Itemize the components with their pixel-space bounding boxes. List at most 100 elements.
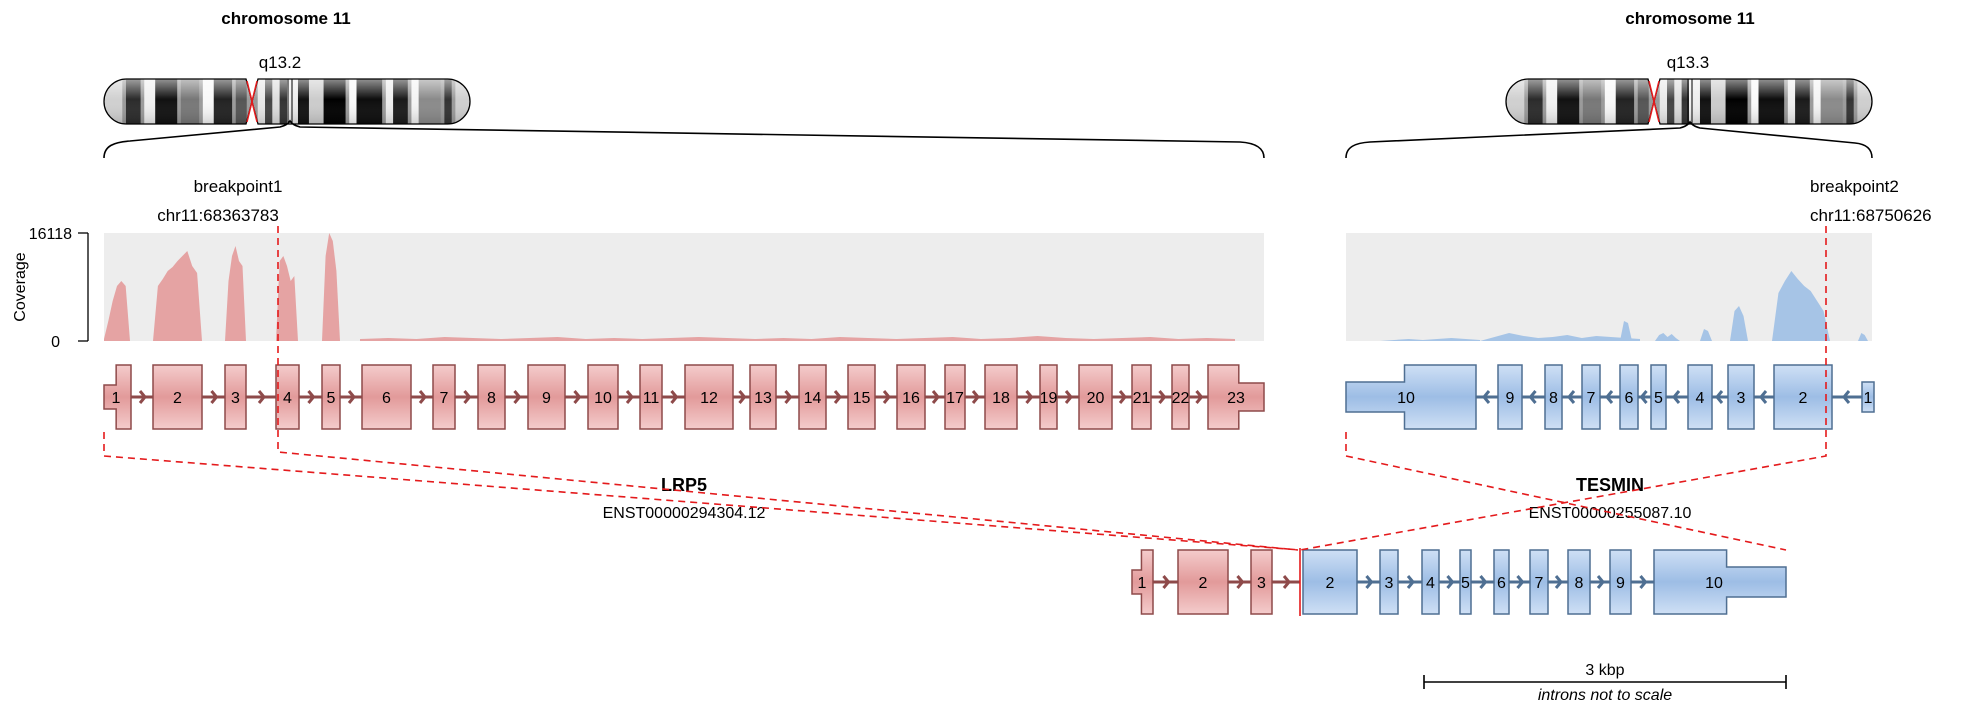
coverage-peak [276, 256, 298, 341]
band-highlight [287, 78, 293, 125]
intron-chevron [1064, 390, 1073, 404]
exon: 22 [1171, 364, 1190, 430]
intron-chevron [1025, 390, 1034, 404]
intron-chevron [1406, 575, 1415, 589]
intron-chevron [1759, 390, 1768, 404]
exon-label: 2 [1199, 575, 1208, 592]
chromosome-bands [104, 79, 470, 124]
exon-label: 7 [1535, 575, 1544, 592]
coverage-peak [1655, 333, 1680, 341]
exon-label: 3 [1385, 575, 1394, 592]
exon: 5 [321, 364, 341, 430]
intron-chevron [257, 390, 266, 404]
right-chromosome-label: chromosome 11 [1625, 9, 1754, 28]
intron-chevron [1639, 575, 1648, 589]
exon-label: 22 [1172, 390, 1190, 407]
left-transcript-id: ENST00000294304.12 [603, 505, 766, 522]
breakpoint2-line [1299, 226, 1827, 551]
exon-label: 8 [1549, 390, 1558, 407]
exon-label: 15 [853, 390, 871, 407]
exon: 9 [1609, 549, 1632, 615]
intron-chevron [1162, 575, 1171, 589]
exon-label: 2 [1326, 575, 1335, 592]
intron-chevron [307, 390, 316, 404]
exon-label: 7 [440, 390, 449, 407]
exon-label: 7 [1587, 390, 1596, 407]
exon: 7 [432, 364, 456, 430]
exon: 8 [477, 364, 506, 430]
exon: 15 [847, 364, 876, 430]
breakpoint-lines [103, 226, 1827, 616]
exon: 3 [1727, 364, 1755, 430]
coverage-peak [360, 336, 1235, 341]
exon-label: 10 [594, 390, 612, 407]
exon: 7 [1529, 549, 1549, 615]
breakpoint1-label: breakpoint1 [194, 177, 283, 196]
intron-chevron [971, 390, 980, 404]
centromere-mark [246, 80, 258, 123]
exon-label: 9 [1506, 390, 1515, 407]
intron-chevron [1672, 390, 1681, 404]
breakpoint2-label: breakpoint2 [1810, 177, 1899, 196]
scale-bar-label: 3 kbp [1585, 662, 1624, 679]
coverage-peak [104, 281, 130, 341]
intron-chevron [1528, 390, 1537, 404]
intron-chevron [931, 390, 940, 404]
left-zoom-bracket [103, 119, 1265, 159]
exon-label: 21 [1133, 390, 1151, 407]
exon: 18 [984, 364, 1018, 430]
exon: 9 [1497, 364, 1523, 430]
intron-chevron [1195, 390, 1204, 404]
exon: 4 [1687, 364, 1713, 430]
band-highlight [1687, 78, 1693, 125]
exon: 8 [1544, 364, 1563, 430]
intron-chevron [463, 390, 472, 404]
right-chromosome-ideogram [1505, 78, 1873, 125]
intron-chevron [625, 390, 634, 404]
exon: 10 [1345, 364, 1477, 430]
left-chromosome-ideogram [103, 78, 471, 125]
exon: 19 [1039, 364, 1058, 430]
exon-label: 17 [946, 390, 964, 407]
intron-chevron [1596, 575, 1605, 589]
coverage-axis: 16118 0 Coverage [12, 226, 89, 351]
coverage-peak [1700, 329, 1712, 341]
intron-chevron [1567, 390, 1576, 404]
coverage-max-label: 16118 [29, 226, 72, 243]
exon: 14 [798, 364, 827, 430]
exon-label: 1 [112, 390, 121, 407]
intron-chevron [1365, 575, 1374, 589]
exon: 5 [1650, 364, 1667, 430]
intron-chevron [210, 390, 219, 404]
exon: 9 [527, 364, 566, 430]
exon-label: 3 [1737, 390, 1746, 407]
exon: 17 [944, 364, 966, 430]
exon-label: 13 [754, 390, 772, 407]
intron-chevron [573, 390, 582, 404]
exon-label: 18 [992, 390, 1010, 407]
exon: 8 [1567, 549, 1591, 615]
exon-label: 12 [700, 390, 718, 407]
exon: 4 [275, 364, 300, 430]
exon: 6 [361, 364, 412, 430]
breakpoint1-position: chr11:68363783 [157, 206, 279, 225]
exon: 21 [1131, 364, 1152, 430]
left-coverage-track [104, 233, 1235, 341]
exon: 20 [1078, 364, 1113, 430]
intron-chevron [1715, 390, 1724, 404]
right-transcript-id: ENST00000255087.10 [1529, 505, 1692, 522]
coverage-axis-title: Coverage [12, 252, 29, 321]
exon: 2 [1302, 549, 1358, 615]
exon-label: 2 [1799, 390, 1808, 407]
scale-bar: 3 kbp introns not to scale [1423, 662, 1787, 704]
intron-chevron [1842, 390, 1851, 404]
intron-chevron [1516, 575, 1525, 589]
intron-chevron [1482, 390, 1491, 404]
breakpoint1-guide [103, 432, 1301, 551]
right-band-label: q13.3 [1667, 53, 1710, 72]
intron-chevron [418, 390, 427, 404]
intron-chevron [1282, 575, 1291, 589]
exon-label: 23 [1227, 390, 1245, 407]
scale-bar-note: introns not to scale [1538, 687, 1672, 704]
